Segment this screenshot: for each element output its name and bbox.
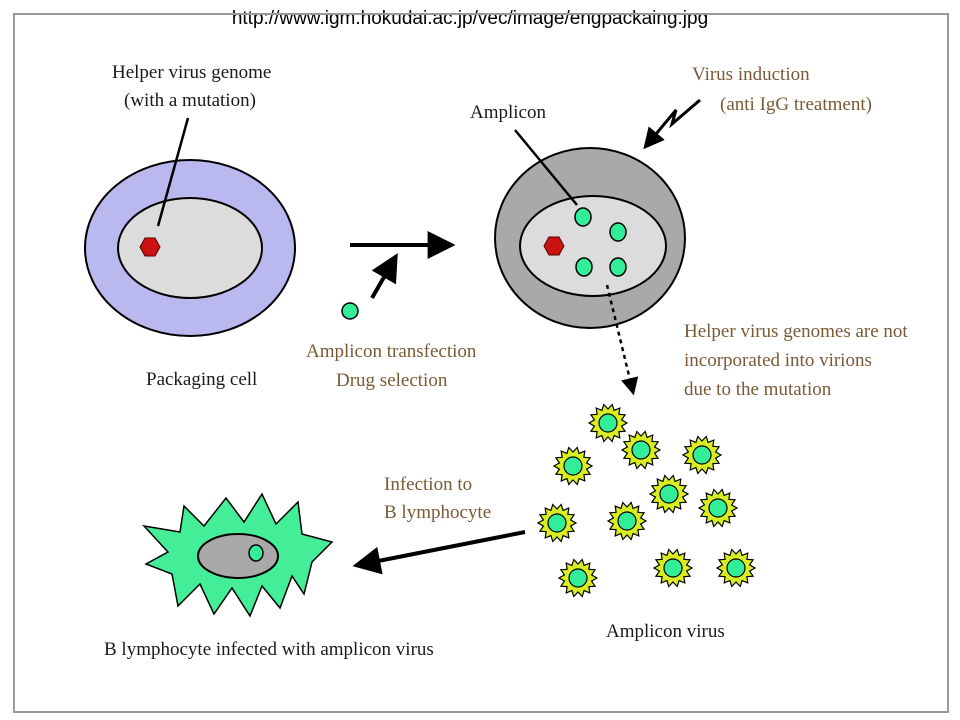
amplicon-virus-label: Amplicon virus — [606, 621, 725, 642]
not-incorporated-label-1: Helper virus genomes are not — [684, 321, 908, 342]
packaging-cell-nucleus — [117, 197, 263, 299]
induction-label-2: (anti IgG treatment) — [720, 94, 872, 115]
amplicon-copy — [609, 257, 627, 277]
induction-label-1: Virus induction — [692, 64, 810, 85]
amplicon-virion-core — [568, 568, 588, 588]
amplicon-copy — [574, 207, 592, 227]
not-incorporated-label-3: due to the mutation — [684, 379, 832, 400]
amplicon-virion-core — [726, 558, 746, 578]
amplicon-copy — [609, 222, 627, 242]
induction-arrow — [643, 98, 701, 150]
amplicon-virion-core — [659, 484, 679, 504]
b-lymphocyte-nucleus — [197, 533, 279, 579]
amplicon-virion-core — [631, 440, 651, 460]
amplicon-virion-core — [547, 513, 567, 533]
transfection-label-1: Amplicon transfection — [306, 341, 477, 362]
amplicon-virion-core — [663, 558, 683, 578]
amplicon-virion-core — [598, 413, 618, 433]
helper-genome-label-1: Helper virus genome — [112, 62, 271, 83]
induced-cell — [494, 147, 686, 329]
helper-genome-pointer — [156, 117, 190, 227]
transfected-amplicon — [341, 302, 359, 320]
not-incorporated-label-2: incorporated into virions — [684, 350, 872, 371]
helper-genome-label-2: (with a mutation) — [124, 90, 256, 111]
figure-frame — [13, 13, 949, 713]
infection-arrow — [352, 530, 526, 575]
b-lymphocyte-label: B lymphocyte infected with amplicon viru… — [104, 639, 434, 660]
amplicon-virion-core — [692, 445, 712, 465]
amplicon-copy — [575, 257, 593, 277]
induced-helper-genome-hexagon — [543, 236, 565, 256]
transfection-arrow — [370, 253, 398, 299]
amplicon-pointer — [514, 129, 578, 206]
packaging-cell-label: Packaging cell — [146, 369, 257, 390]
infection-label-1: Infection to — [384, 474, 472, 495]
transfection-label-2: Drug selection — [336, 370, 448, 391]
release-dotted-arrow — [605, 284, 639, 396]
helper-genome-hexagon — [139, 237, 161, 257]
amplicon-virion-cluster — [536, 403, 757, 598]
induced-cell-nucleus — [519, 195, 667, 297]
amplicon-label: Amplicon — [470, 102, 546, 123]
amplicon-virion-core — [563, 456, 583, 476]
amplicon-virion-core — [617, 511, 637, 531]
b-lymphocyte-amplicon — [248, 544, 264, 562]
b-lymphocyte — [141, 492, 334, 618]
amplicon-virion-core — [708, 498, 728, 518]
packaging-cell — [84, 159, 296, 337]
infection-label-2: B lymphocyte — [384, 502, 491, 523]
